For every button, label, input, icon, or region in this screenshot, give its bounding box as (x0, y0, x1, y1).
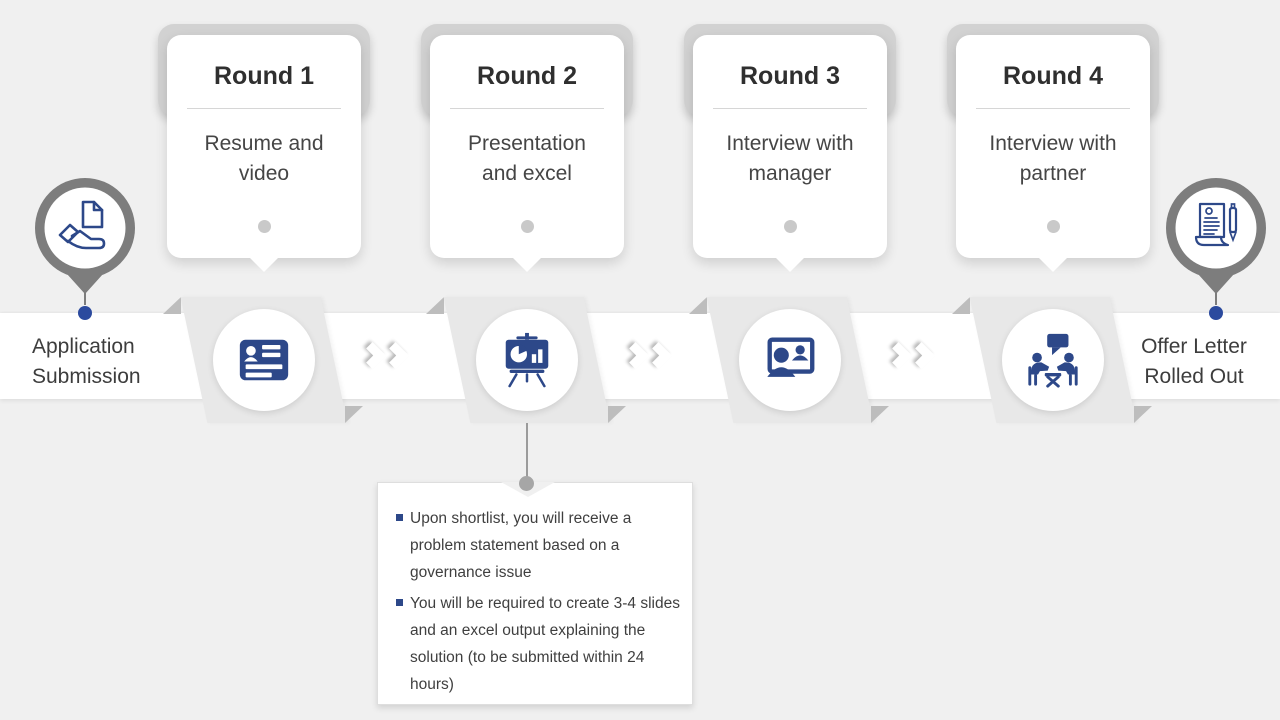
round-3-card: Round 3 Interview with manager (693, 35, 887, 258)
callout-bullet-1-text: Upon shortlist, you will receive a probl… (410, 510, 632, 581)
video-interview-icon (767, 337, 815, 377)
bullet-square-icon (396, 599, 403, 606)
fold-corner (1134, 406, 1152, 423)
pin-stem (84, 292, 86, 305)
card-pointer (249, 257, 279, 272)
callout-bullet-2: You will be required to create 3-4 slide… (396, 590, 680, 698)
step-2-circle (476, 309, 578, 411)
chevron-right-icon (645, 342, 672, 369)
divider (450, 108, 604, 109)
chevron-right-icon (382, 342, 409, 369)
divider (713, 108, 867, 109)
round-1-card: Round 1 Resume and video (167, 35, 361, 258)
double-chevron-icon (885, 341, 945, 377)
round-1-title: Round 1 (214, 62, 314, 90)
fold-corner (163, 297, 181, 314)
step-3-circle (739, 309, 841, 411)
hand-receiving-document-icon (35, 178, 135, 294)
end-label: Offer Letter Rolled Out (1128, 332, 1260, 392)
fold-corner (952, 297, 970, 314)
end-label-line1: Offer Letter (1141, 335, 1247, 358)
round-3-desc-line2: manager (748, 162, 832, 185)
bullet-square-icon (396, 514, 403, 521)
step-4-circle (1002, 309, 1104, 411)
round-1-desc-line2: video (238, 162, 290, 185)
card-pointer (775, 257, 805, 272)
card-dot (783, 220, 797, 233)
end-label-line2: Rolled Out (1144, 365, 1244, 388)
pin-anchor-dot (78, 306, 92, 320)
card-pointer (1038, 257, 1068, 272)
offer-letter-pen-icon (1166, 178, 1266, 294)
round-1-desc-line1: Resume and (204, 132, 324, 155)
step-1-circle (213, 309, 315, 411)
round-2-card: Round 2 Presentation and excel (430, 35, 624, 258)
round-2-desc-line2: and excel (482, 162, 572, 185)
pin-stem (1215, 292, 1217, 305)
round-2-title: Round 2 (477, 62, 577, 90)
start-label-line1: Application (32, 335, 135, 358)
callout-anchor-dot (519, 476, 534, 491)
panel-discussion-icon (1028, 333, 1078, 388)
card-dot (520, 220, 534, 233)
round-4-desc-line2: partner (1019, 162, 1087, 185)
divider (976, 108, 1130, 109)
presentation-board-icon (505, 332, 549, 388)
divider (187, 108, 341, 109)
round-4-desc-line1: Interview with (989, 132, 1117, 155)
card-pointer (512, 257, 542, 272)
callout-bullet-list: Upon shortlist, you will receive a probl… (378, 483, 692, 698)
card-dot (257, 220, 271, 233)
end-map-pin (1164, 176, 1268, 301)
round-3-title: Round 3 (740, 62, 840, 90)
fold-corner (871, 406, 889, 423)
start-map-pin (33, 176, 137, 301)
start-label: Application Submission (32, 332, 141, 392)
start-label-line2: Submission (32, 365, 141, 388)
double-chevron-icon (622, 341, 682, 377)
round-4-title: Round 4 (1003, 62, 1103, 90)
round-2-desc-line1: Presentation (468, 132, 586, 155)
resume-card-icon (239, 339, 289, 381)
round-2-callout: Upon shortlist, you will receive a probl… (377, 482, 693, 705)
fold-corner (345, 406, 363, 423)
double-chevron-icon (359, 341, 419, 377)
round-3-desc-line1: Interview with (726, 132, 854, 155)
fold-corner (426, 297, 444, 314)
chevron-right-icon (908, 342, 935, 369)
callout-connector-line (526, 423, 528, 479)
round-4-card: Round 4 Interview with partner (956, 35, 1150, 258)
callout-bullet-2-text: You will be required to create 3-4 slide… (410, 595, 680, 693)
fold-corner (608, 406, 626, 423)
card-dot (1046, 220, 1060, 233)
callout-bullet-1: Upon shortlist, you will receive a probl… (396, 505, 680, 586)
fold-corner (689, 297, 707, 314)
pin-anchor-dot (1209, 306, 1223, 320)
